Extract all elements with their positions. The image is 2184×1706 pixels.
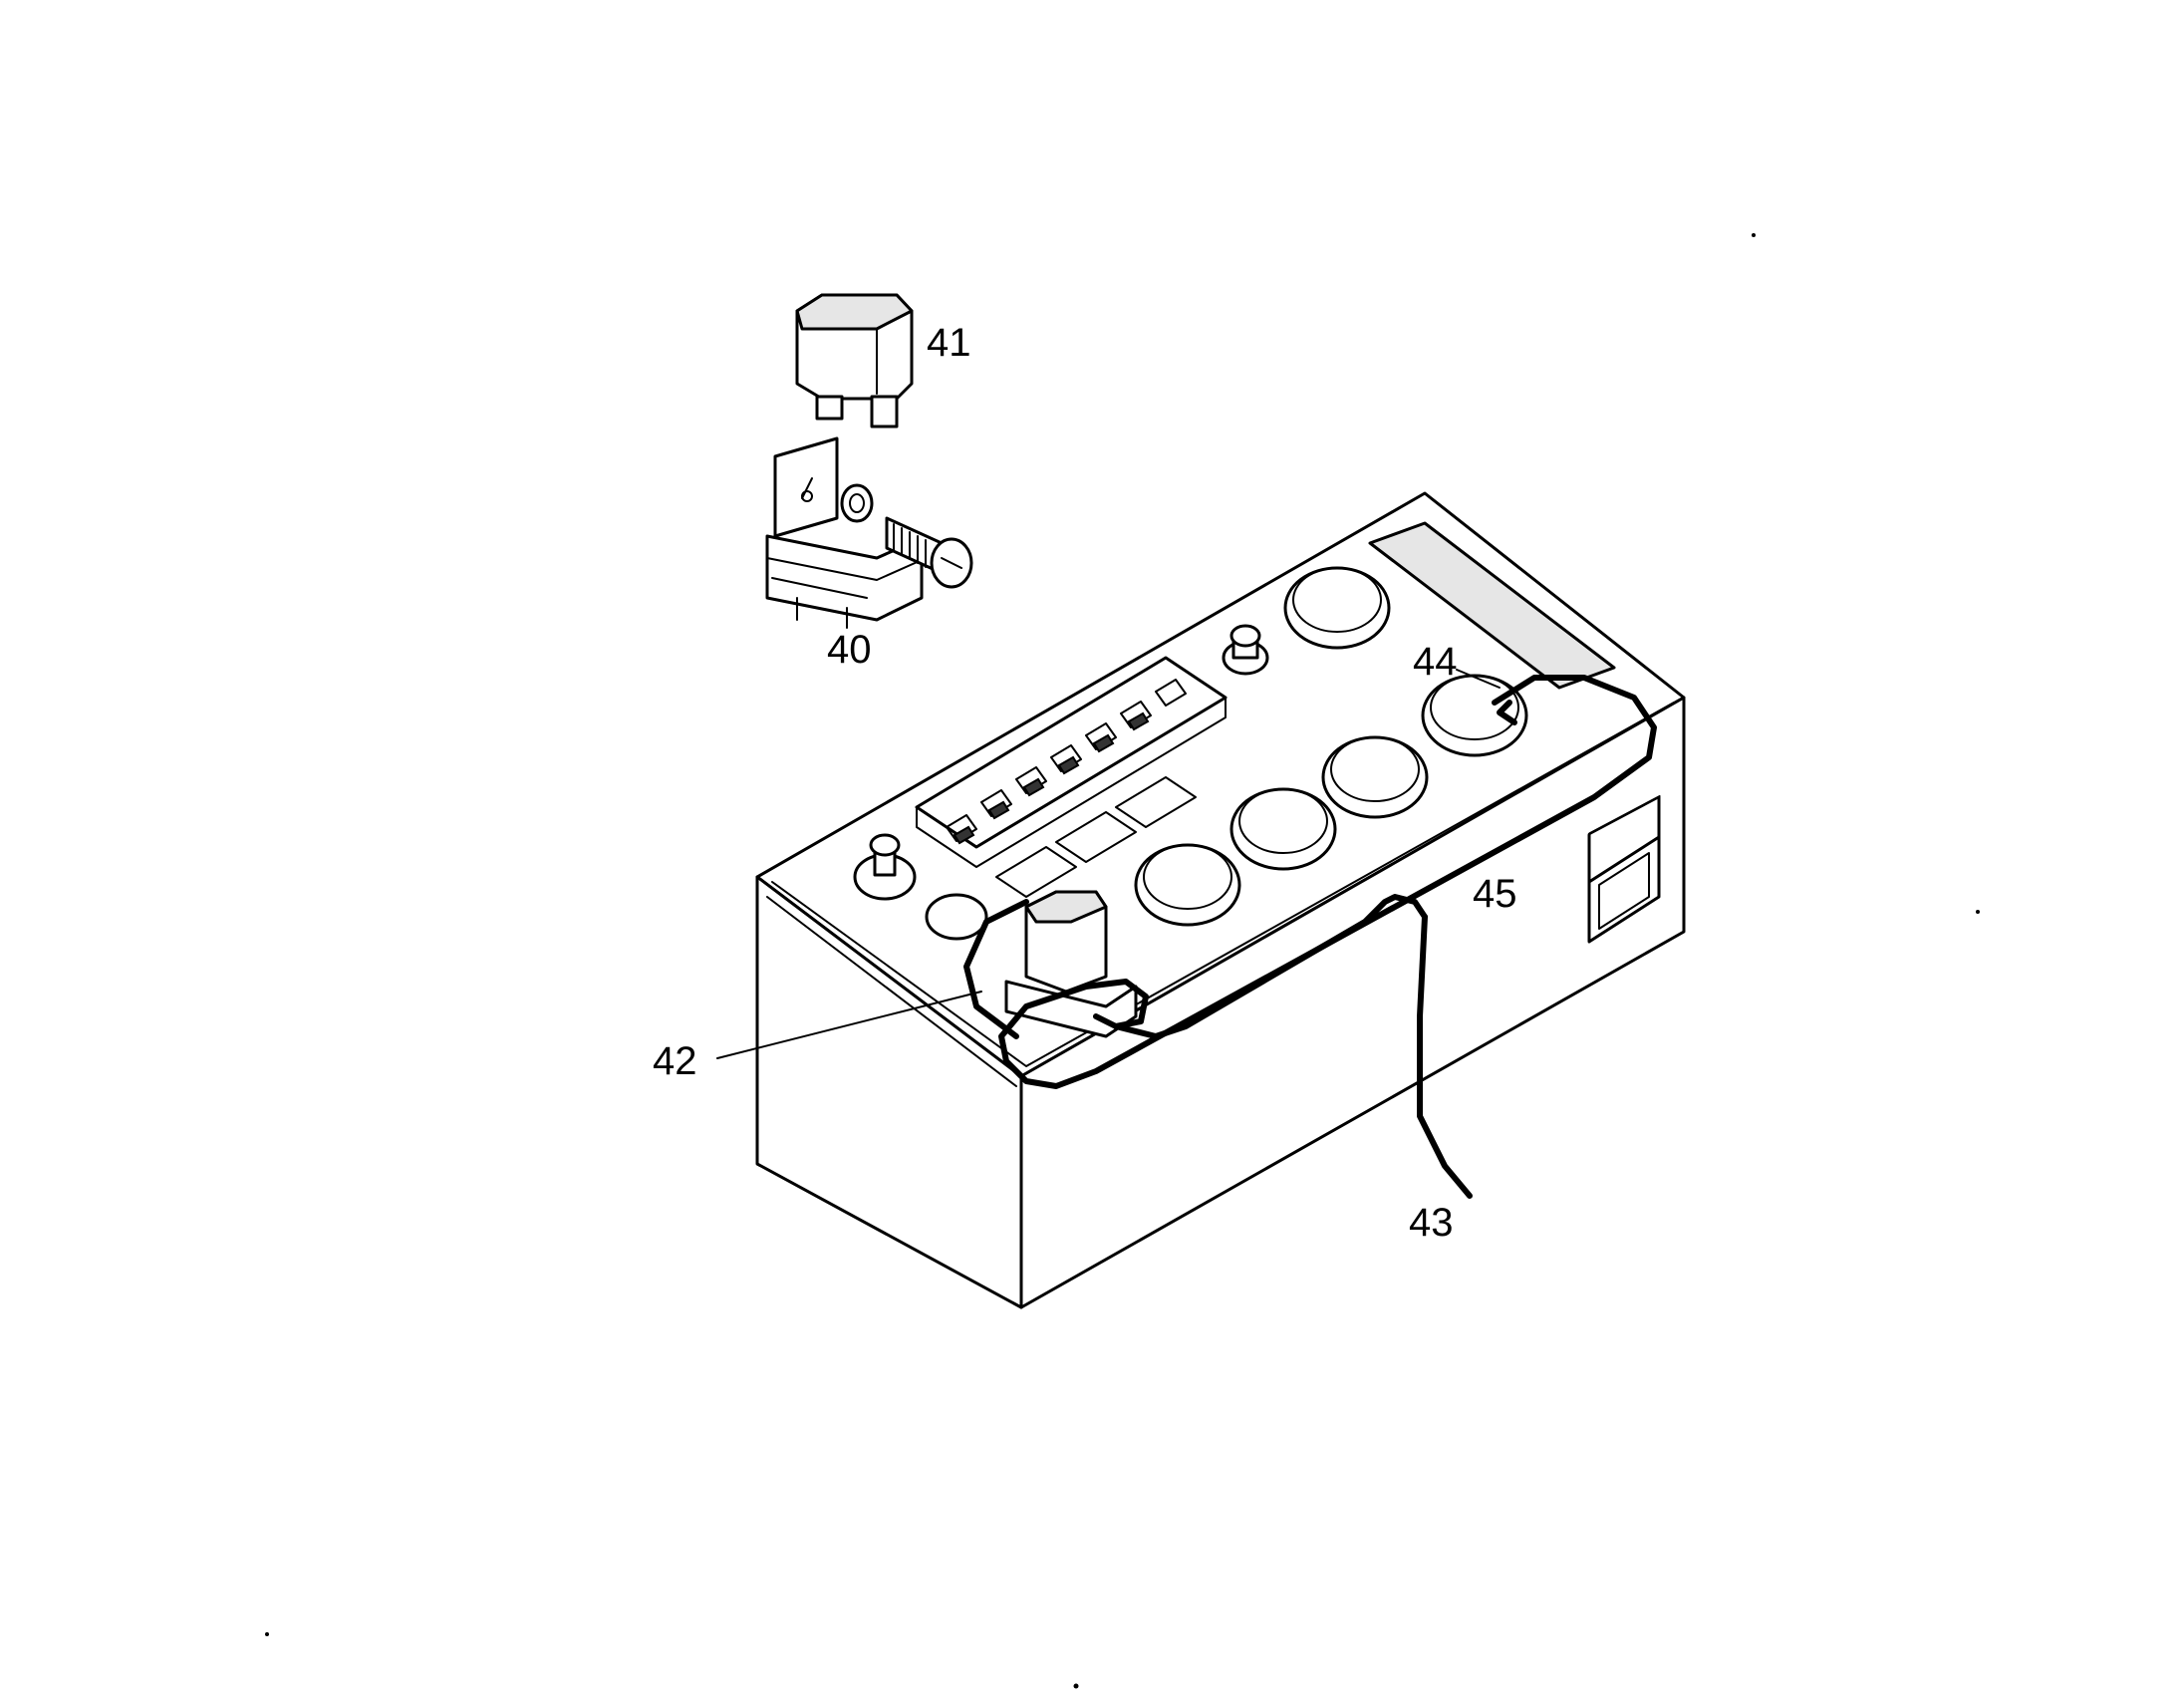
callout-45: 45 bbox=[1473, 872, 1517, 916]
mounted-relay bbox=[1004, 890, 1138, 1038]
callout-44: 44 bbox=[1413, 640, 1458, 684]
switch-panel bbox=[915, 656, 1228, 898]
scan-speck bbox=[265, 1632, 269, 1636]
callout-41: 41 bbox=[927, 321, 971, 365]
relay-bracket bbox=[765, 436, 973, 629]
callout-43: 43 bbox=[1409, 1201, 1454, 1245]
scan-speck bbox=[1976, 910, 1980, 914]
callout-42: 42 bbox=[653, 1039, 697, 1083]
leader-44 bbox=[1456, 669, 1501, 689]
callout-40: 40 bbox=[827, 628, 872, 672]
battery bbox=[755, 491, 1686, 1309]
scan-speck bbox=[1752, 233, 1756, 237]
relay bbox=[795, 293, 914, 428]
scan-speck bbox=[1073, 1683, 1079, 1689]
leader-42 bbox=[716, 991, 982, 1059]
wiring-harness bbox=[963, 675, 1657, 1199]
